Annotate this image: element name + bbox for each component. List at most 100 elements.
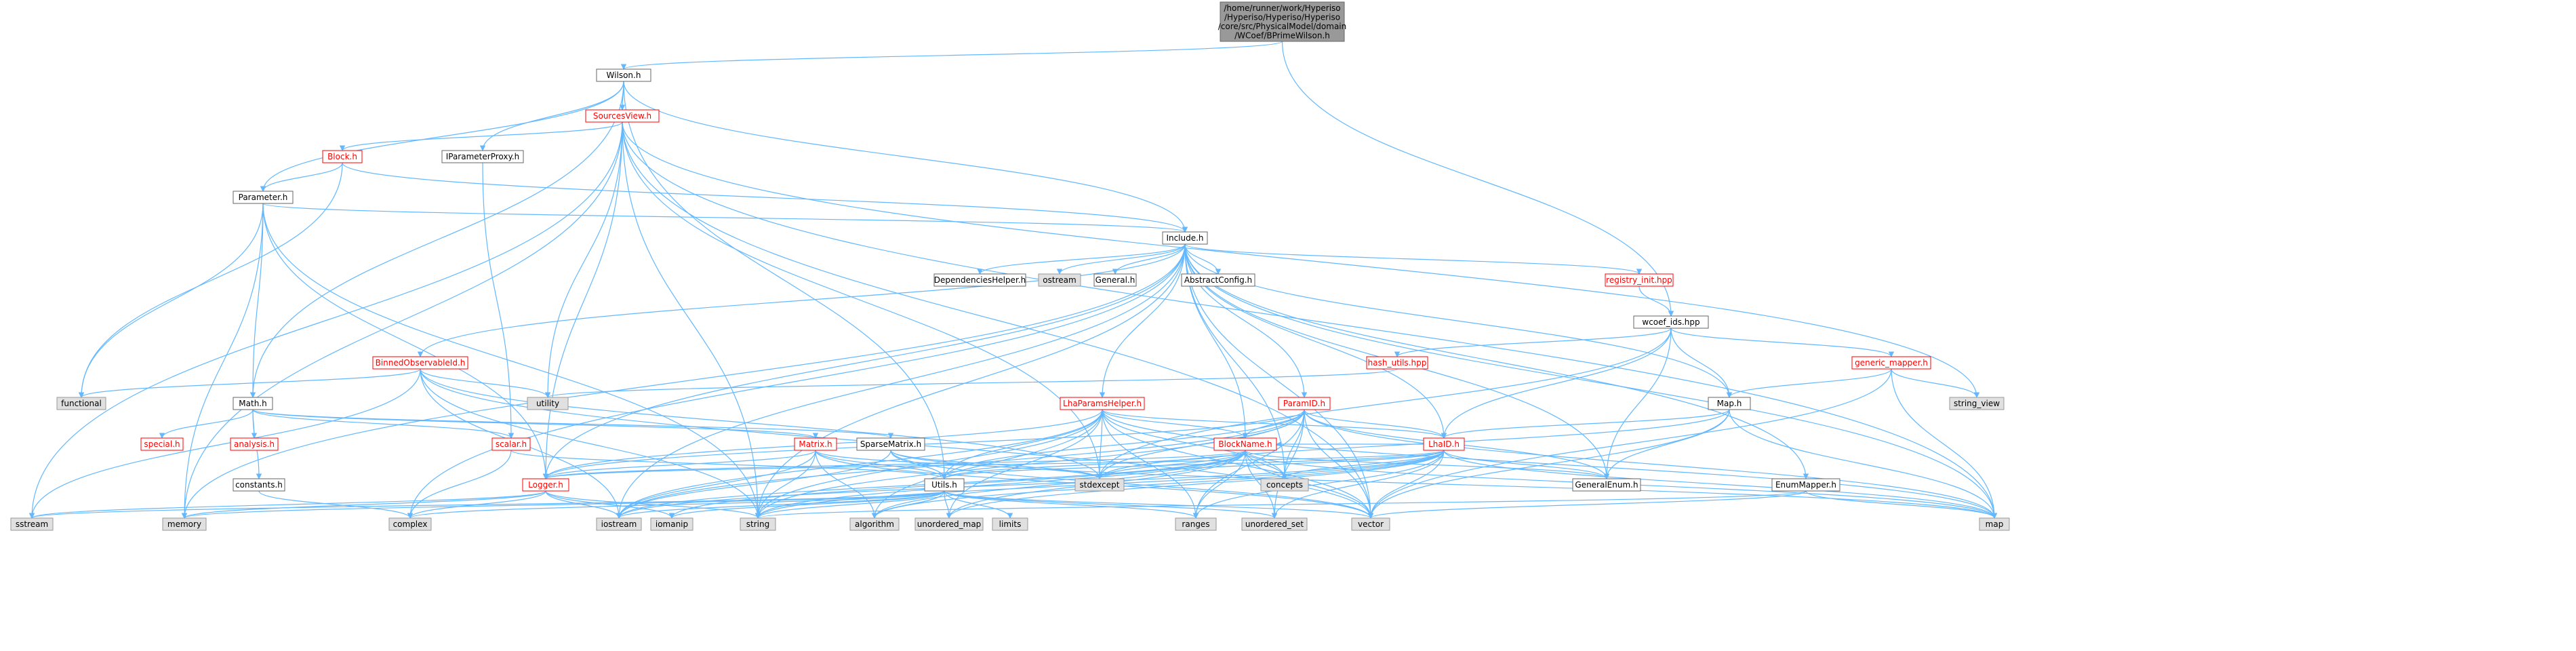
edge-sourcesview-to-map bbox=[622, 121, 1998, 519]
edge-include-to-vector bbox=[1184, 243, 1374, 519]
node-constants[interactable]: constants.h bbox=[233, 478, 285, 492]
edge-wilson-to-math bbox=[249, 81, 624, 398]
edge-lhaid-to-unordered_map bbox=[946, 450, 1445, 519]
node-generalenum-box bbox=[1572, 478, 1641, 492]
edge-wcoefids-to-generalenum bbox=[1603, 328, 1672, 479]
node-enummapper[interactable]: EnumMapper.h bbox=[1771, 478, 1840, 492]
node-paramid-box bbox=[1278, 397, 1331, 410]
edge-include-to-logger bbox=[542, 243, 1186, 479]
edge-iparamproxy-to-scalar bbox=[482, 162, 515, 439]
edge-genmapper-to-vector bbox=[1367, 368, 1892, 519]
node-utility-box bbox=[527, 397, 569, 410]
node-iostream-label: iostream bbox=[601, 519, 637, 529]
node-sourcesview[interactable]: SourcesView.h bbox=[585, 109, 660, 123]
edge-lhaid-to-utils bbox=[942, 450, 1445, 479]
edge-utils-to-algorithm bbox=[871, 490, 945, 519]
node-generalenum[interactable]: GeneralEnum.h bbox=[1572, 478, 1641, 492]
node-string: string bbox=[740, 517, 776, 531]
edge-root-to-wilson bbox=[621, 41, 1283, 70]
node-utils-label: Utils.h bbox=[931, 480, 957, 490]
node-wilson[interactable]: Wilson.h bbox=[596, 68, 651, 82]
node-vector: vector bbox=[1351, 517, 1390, 531]
edge-parameter-to-logger bbox=[262, 203, 549, 479]
node-parameter-box bbox=[233, 191, 294, 204]
edge-enummapper-to-vector bbox=[1368, 490, 1807, 519]
node-include[interactable]: Include.h bbox=[1162, 231, 1208, 245]
node-complex-box bbox=[388, 517, 432, 531]
node-block-label: Block.h bbox=[327, 152, 357, 161]
node-complex-label: complex bbox=[393, 519, 428, 529]
node-analysis[interactable]: analysis.h bbox=[230, 437, 279, 451]
node-binned[interactable]: BinnedObservableId.h bbox=[372, 356, 468, 370]
node-map_h-label: Map.h bbox=[1717, 399, 1742, 408]
node-matrix[interactable]: Matrix.h bbox=[794, 437, 837, 451]
edge-wilson-to-utils bbox=[623, 81, 948, 479]
edge-sourcesview-to-memory bbox=[181, 121, 623, 519]
node-scalar[interactable]: scalar.h bbox=[491, 437, 531, 451]
node-registry[interactable]: registry_init.hpp bbox=[1605, 273, 1674, 287]
edge-paramid-to-vector bbox=[1304, 409, 1374, 519]
node-lhaparams-box bbox=[1060, 397, 1145, 410]
edge-include-to-lhaparams bbox=[1099, 243, 1186, 398]
node-math[interactable]: Math.h bbox=[233, 397, 273, 410]
node-parameter-label: Parameter.h bbox=[239, 193, 288, 202]
edge-include-to-paramid bbox=[1184, 243, 1308, 398]
node-map_h[interactable]: Map.h bbox=[1708, 397, 1751, 410]
node-sparsematrix-label: SparseMatrix.h bbox=[860, 439, 921, 449]
edge-parameter-to-memory bbox=[181, 203, 264, 519]
node-abstractconfig[interactable]: AbstractConfig.h bbox=[1181, 273, 1255, 287]
node-lhaid[interactable]: LhaID.h bbox=[1423, 437, 1465, 451]
edge-sourcesview-to-block bbox=[339, 121, 623, 151]
node-special-label: special.h bbox=[144, 439, 180, 449]
node-root-box bbox=[1220, 1, 1345, 42]
node-root-label: /Hyperiso/Hyperiso/Hyperiso bbox=[1224, 12, 1340, 22]
node-matrix-box bbox=[794, 437, 837, 451]
node-general[interactable]: General.h bbox=[1093, 273, 1137, 287]
node-genmapper[interactable]: generic_mapper.h bbox=[1851, 356, 1931, 370]
node-unordered_map: unordered_map bbox=[914, 517, 984, 531]
node-special[interactable]: special.h bbox=[140, 437, 184, 451]
node-sparsematrix[interactable]: SparseMatrix.h bbox=[856, 437, 925, 451]
node-blockname[interactable]: BlockName.h bbox=[1213, 437, 1277, 451]
node-stdexcept: stdexcept bbox=[1074, 478, 1125, 492]
node-block[interactable]: Block.h bbox=[322, 150, 363, 163]
node-logger[interactable]: Logger.h bbox=[522, 478, 569, 492]
node-iostream-box bbox=[596, 517, 642, 531]
edge-lhaparams-to-stdexcept bbox=[1096, 409, 1103, 479]
edge-binned-to-functional bbox=[78, 368, 421, 398]
node-lhaparams[interactable]: LhaParamsHelper.h bbox=[1060, 397, 1145, 410]
node-math-label: Math.h bbox=[239, 399, 266, 408]
edge-logger-to-iomanip bbox=[545, 490, 675, 519]
node-utils[interactable]: Utils.h bbox=[924, 478, 965, 492]
edge-sourcesview-to-stdexcept bbox=[622, 121, 1103, 479]
node-genmapper-box bbox=[1851, 356, 1931, 370]
node-root[interactable]: /home/runner/work/Hyperiso/Hyperiso/Hype… bbox=[1218, 1, 1346, 42]
node-ostream: ostream bbox=[1038, 273, 1081, 287]
node-map-label: map bbox=[1986, 519, 2004, 529]
node-hashutils[interactable]: hash_utils.hpp bbox=[1366, 356, 1428, 370]
node-algorithm-label: algorithm bbox=[855, 519, 894, 529]
node-memory: memory bbox=[162, 517, 207, 531]
node-dephelper[interactable]: DependenciesHelper.h bbox=[933, 273, 1026, 287]
edge-wilson-to-parameter bbox=[260, 81, 624, 192]
edge-wcoefids-to-hashutils bbox=[1394, 328, 1672, 357]
node-parameter[interactable]: Parameter.h bbox=[233, 191, 294, 204]
edge-lhaid-to-stdexcept bbox=[1096, 450, 1445, 479]
edge-utils-to-iomanip bbox=[668, 490, 945, 519]
node-scalar-label: scalar.h bbox=[496, 439, 527, 449]
edge-logger-to-sstream bbox=[29, 490, 546, 519]
edge-include-to-map bbox=[1184, 243, 1998, 519]
node-binned-box bbox=[372, 356, 468, 370]
node-limits-label: limits bbox=[999, 519, 1022, 529]
edge-include-to-memory bbox=[181, 243, 1186, 519]
edge-paramid-to-utils bbox=[941, 409, 1305, 479]
edge-lhaid-to-vector bbox=[1367, 450, 1445, 519]
node-string-label: string bbox=[746, 519, 769, 529]
node-lhaparams-label: LhaParamsHelper.h bbox=[1063, 399, 1142, 408]
node-map: map bbox=[1979, 517, 2010, 531]
node-paramid[interactable]: ParamID.h bbox=[1278, 397, 1331, 410]
node-wcoefids[interactable]: wcoef_ids.hpp bbox=[1633, 315, 1709, 329]
node-iparamproxy[interactable]: IParameterProxy.h bbox=[441, 150, 524, 163]
node-iparamproxy-box bbox=[441, 150, 524, 163]
